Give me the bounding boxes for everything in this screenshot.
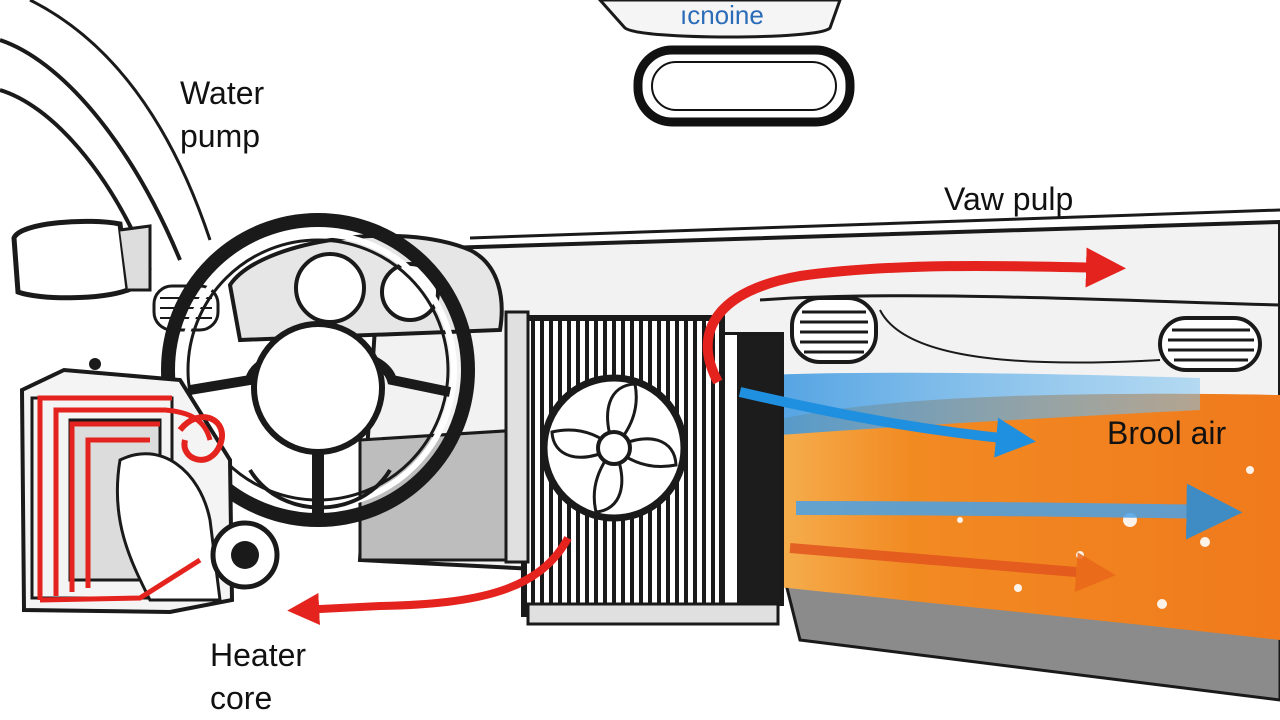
label-brool-air: Brool air (1107, 415, 1227, 451)
label-water-pump: Water pump (180, 72, 264, 158)
coolant-loop (37, 395, 225, 603)
label-water-pump-line2: pump (180, 118, 261, 155)
blower-fan-icon (540, 374, 688, 522)
side-mirror (11, 218, 152, 301)
label-vaw-pulp: Vaw pulp (944, 181, 1074, 217)
steering-wheel (161, 213, 504, 527)
rearview-mirror (597, 0, 855, 127)
cool-air-stream (712, 372, 1200, 440)
label-water-pump-line1: Water (180, 75, 265, 111)
flow-arrow-icon (287, 247, 1243, 626)
label-heater-core-line2: core (210, 680, 273, 717)
label-heater-core: Heater core (210, 634, 306, 720)
mirror-label: ıcnoine (680, 0, 764, 30)
air-vent-icon (1158, 316, 1262, 372)
air-vent-icon (790, 296, 878, 364)
label-heater-core-line1: Heater (210, 637, 307, 673)
